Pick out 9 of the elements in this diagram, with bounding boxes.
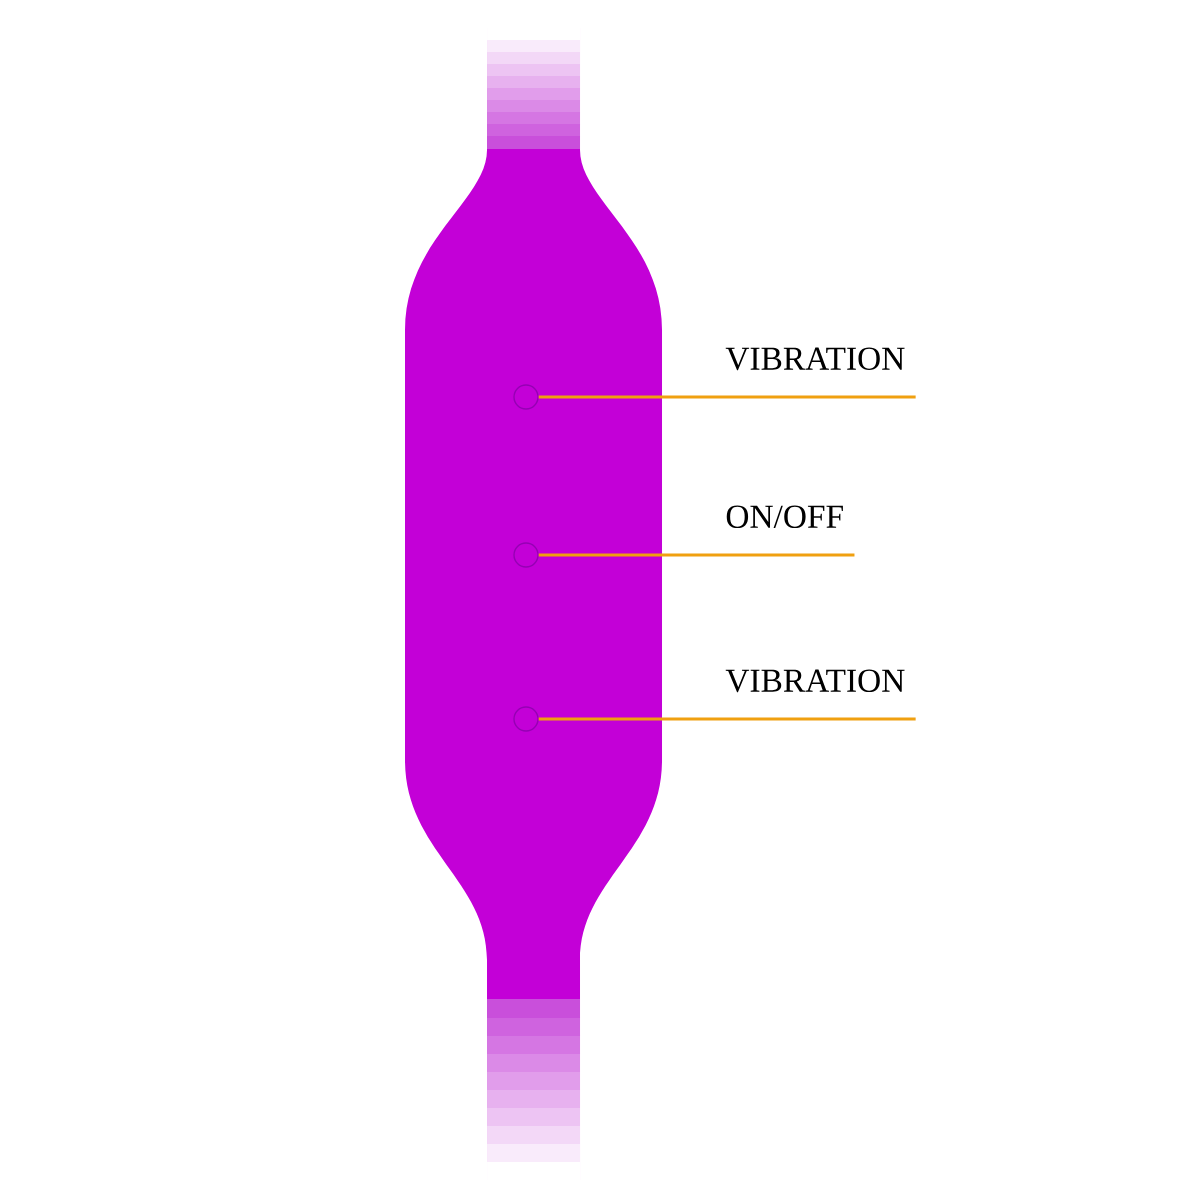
button-icon xyxy=(513,384,539,410)
leader-line xyxy=(538,395,916,399)
button-label: ON/OFF xyxy=(726,505,843,528)
button-label: VIBRATION xyxy=(725,347,905,371)
button-label: VIBRATION xyxy=(725,669,905,693)
leader-line xyxy=(538,717,916,721)
leader-line xyxy=(538,553,855,557)
button-icon xyxy=(513,706,539,732)
button-icon xyxy=(513,542,539,568)
